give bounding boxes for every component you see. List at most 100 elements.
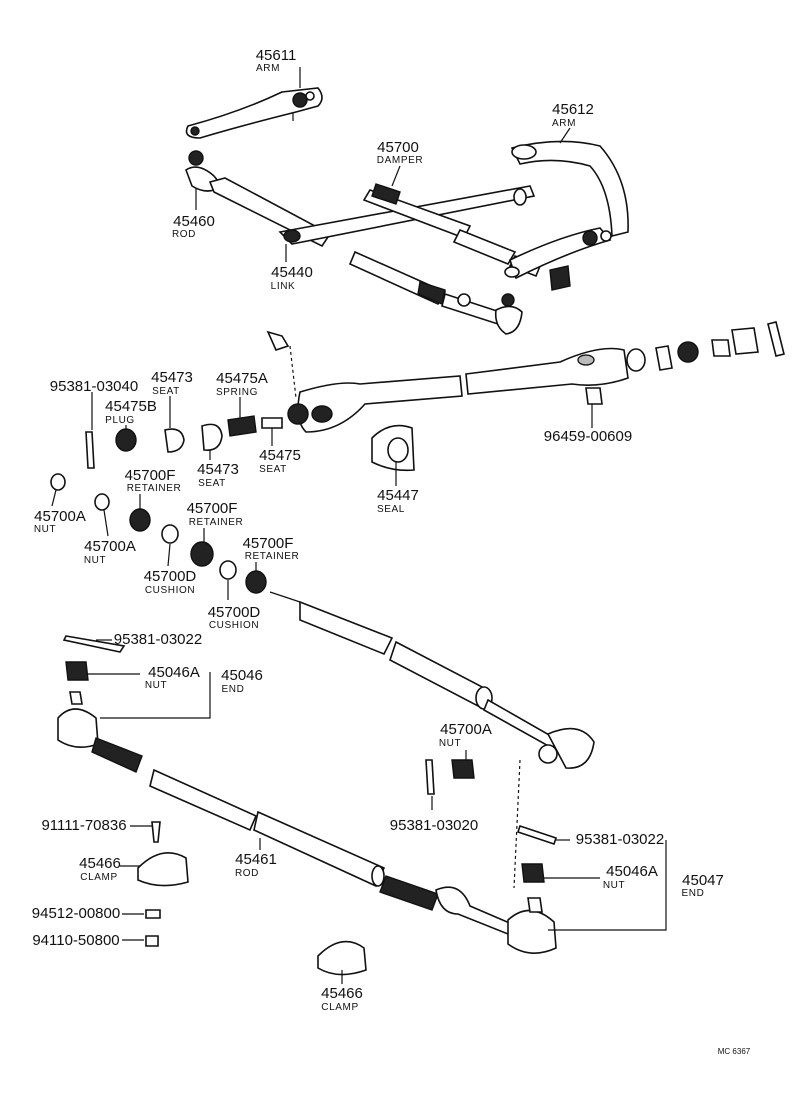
small-parts-drawing (50, 415, 415, 594)
part-number: 94110-50800 (32, 932, 119, 949)
part-name: END (222, 684, 245, 695)
part-name: ARM (552, 118, 576, 129)
part-label-45447: 45447 SEAL (377, 487, 419, 515)
part-label-45046A-1: 45046A NUT (145, 664, 200, 691)
part-number: 45046A (148, 664, 200, 681)
part-number: 91111-70836 (41, 817, 126, 834)
part-label-45700A-2: 45700A NUT (84, 538, 136, 566)
part-label-94512-00800: 94512-00800 (32, 905, 120, 922)
part-label-45046: 45046 END (221, 667, 263, 695)
part-label-45460: 45460 ROD (172, 213, 215, 240)
part-name: CLAMP (80, 872, 117, 883)
part-number: 45700 (377, 139, 419, 156)
part-number: 45700A (34, 508, 86, 525)
part-name: NUT (34, 524, 56, 535)
part-name: SPRING (216, 387, 258, 398)
part-label-45475A: 45475A SPRING (216, 370, 268, 398)
part-label-45440: 45440 LINK (271, 264, 313, 292)
part-number: 45700F (187, 500, 238, 517)
part-name: SEAL (377, 504, 405, 515)
part-label-45473-upper: 45473 SEAT (151, 369, 193, 397)
part-number: 45473 (197, 461, 239, 478)
part-number: 94512-00800 (32, 905, 120, 922)
part-name: RETAINER (189, 517, 244, 528)
part-number: 45700D (208, 604, 261, 621)
part-name: ROD (172, 229, 196, 240)
tie-rod-end-45046-drawing (57, 635, 143, 773)
part-label-45046A-2: 45046A NUT (603, 863, 658, 891)
part-number: 45700A (84, 538, 136, 555)
part-number: 45475 (259, 447, 301, 464)
part-number: 96459-00609 (544, 428, 632, 445)
diagram-id: MC 6367 (718, 1047, 751, 1056)
part-name: RETAINER (127, 483, 182, 494)
part-number: 45047 (682, 872, 724, 889)
part-name: SEAT (259, 464, 287, 475)
part-label-91111-70836: 91111-70836 (41, 817, 126, 834)
part-name: PLUG (105, 415, 135, 426)
part-label-96459-00609: 96459-00609 (544, 428, 632, 445)
part-number: 45046A (606, 863, 658, 880)
end-45047-hardware-drawing (425, 759, 558, 889)
part-label-45700A-3: 45700A NUT (439, 721, 492, 749)
part-name: END (682, 888, 705, 899)
part-number: 45466 (79, 855, 121, 872)
part-name: LINK (271, 281, 296, 292)
clamps-drawing (137, 821, 367, 976)
part-number: 95381-03020 (390, 817, 478, 834)
part-number: 45700F (125, 467, 176, 484)
part-label-45047: 45047 END (682, 872, 724, 899)
part-label-95381-03022-upper: 95381-03022 (114, 631, 202, 648)
pitman-arm-45611-drawing (185, 87, 323, 139)
part-number: 45461 (235, 851, 277, 868)
part-name: ARM (256, 63, 280, 74)
leader-lines (51, 67, 667, 984)
part-name: NUT (84, 555, 106, 566)
part-label-45700A-1: 45700A NUT (34, 508, 86, 535)
part-label-45461: 45461 ROD (235, 851, 277, 879)
part-label-45473-lower: 45473 SEAT (197, 461, 239, 489)
part-label-95381-03020: 95381-03020 (390, 817, 478, 834)
part-label-45700D-2: 45700D CUSHION (208, 604, 261, 631)
part-label-45700F-3: 45700F RETAINER (243, 535, 300, 562)
part-number: 45611 (256, 47, 297, 64)
part-number: 45700F (243, 535, 294, 552)
part-name: NUT (603, 880, 625, 891)
part-label-45700F-1: 45700F RETAINER (125, 467, 182, 494)
part-name: DAMPER (377, 155, 423, 166)
damper-45700-drawing (362, 183, 542, 278)
idler-arm-45612-drawing (504, 140, 629, 291)
part-number: 45447 (377, 487, 419, 504)
part-label-95381-03040: 95381-03040 (50, 378, 138, 395)
part-label-95381-03022-lower: 95381-03022 (576, 831, 664, 848)
part-name: SEAT (152, 386, 180, 397)
part-name: ROD (235, 868, 259, 879)
part-name: RETAINER (245, 551, 300, 562)
part-name: NUT (145, 680, 167, 691)
part-number: 95381-03040 (50, 378, 138, 395)
part-number: 45700D (144, 568, 197, 585)
part-label-45612: 45612 ARM (552, 101, 594, 129)
part-number: 45700A (440, 721, 492, 738)
part-number: 45473 (151, 369, 193, 386)
part-label-45466-2: 45466 CLAMP (321, 985, 363, 1013)
part-label-45700F-2: 45700F RETAINER (187, 500, 244, 528)
part-number: 45475A (216, 370, 268, 387)
part-number: 45460 (173, 213, 215, 230)
part-label-45475: 45475 SEAT (259, 447, 301, 475)
part-number: 45440 (271, 264, 313, 281)
part-number: 45475B (105, 398, 157, 415)
lower-damper-drawing (269, 591, 595, 769)
part-label-45475B: 45475B PLUG (105, 398, 157, 426)
part-label-45700: 45700 DAMPER (377, 139, 423, 166)
part-number: 45046 (221, 667, 263, 684)
part-name: CUSHION (145, 585, 195, 596)
part-number: 45612 (552, 101, 594, 118)
part-label-45611: 45611 ARM (256, 47, 297, 74)
part-label-94110-50800: 94110-50800 (32, 932, 119, 949)
part-number: 95381-03022 (114, 631, 202, 648)
part-name: CUSHION (209, 620, 259, 631)
part-number: 45466 (321, 985, 363, 1002)
part-name: NUT (439, 738, 461, 749)
